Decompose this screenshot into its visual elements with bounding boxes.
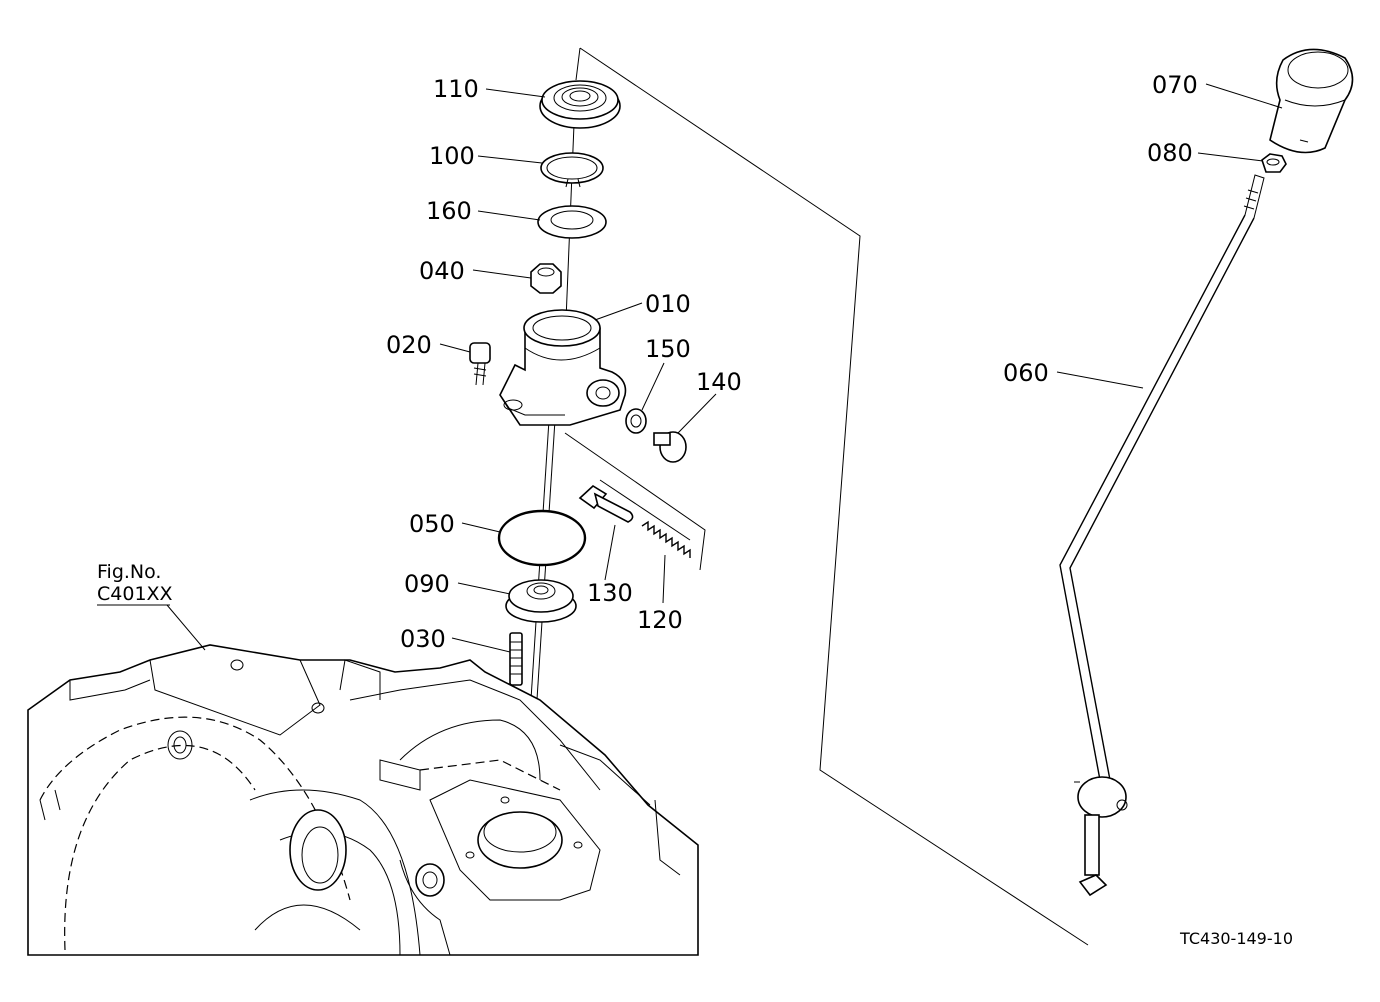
part-010-shift-housing[interactable] (499, 309, 627, 426)
callout-030: 030 (400, 625, 446, 653)
part-090-boot[interactable] (505, 579, 577, 623)
callout-160: 160 (426, 197, 472, 225)
part-070-knob[interactable] (1269, 48, 1354, 154)
callout-110: 110 (433, 75, 479, 103)
figure-ref-line1: Fig.No. (97, 561, 161, 583)
part-140-plug[interactable] (653, 431, 687, 463)
callout-020: 020 (386, 331, 432, 359)
pin-spring-bracket-lines (564, 432, 706, 571)
callout-010: 010 (645, 290, 691, 318)
part-050-o-ring[interactable] (497, 509, 587, 567)
figure-reference: Fig.No. C401XX (97, 561, 173, 605)
callout-100: 100 (429, 142, 475, 170)
callout-080: 080 (1147, 139, 1193, 167)
part-130-pin[interactable] (578, 485, 634, 523)
callout-050: 050 (409, 510, 455, 538)
part-150-washer[interactable] (625, 408, 647, 434)
callout-120: 120 (637, 606, 683, 634)
drawing-code: TC430-149-10 (1179, 929, 1293, 948)
callout-090: 090 (404, 570, 450, 598)
part-020-plug[interactable] (469, 342, 491, 386)
figure-ref-line2: C401XX (97, 583, 173, 605)
callout-150: 150 (645, 335, 691, 363)
callout-040: 040 (419, 257, 465, 285)
callout-labels: 110 100 160 040 010 020 150 140 050 090 … (386, 71, 1198, 653)
part-120-spring[interactable] (641, 520, 691, 558)
part-040-nut[interactable] (530, 263, 562, 294)
part-080-lock-nut[interactable] (1261, 153, 1287, 173)
part-160-washer[interactable] (537, 205, 607, 239)
callout-130: 130 (587, 579, 633, 607)
part-100-snap-ring[interactable] (540, 152, 604, 188)
transmission-case (27, 644, 699, 956)
callout-140: 140 (696, 368, 742, 396)
assembly-frame-lines (575, 47, 1089, 946)
callout-070: 070 (1152, 71, 1198, 99)
part-060-shift-lever[interactable] (1059, 174, 1265, 897)
part-110-seal-cap[interactable] (539, 80, 621, 129)
callout-060: 060 (1003, 359, 1049, 387)
leader-lines (97, 83, 1283, 653)
